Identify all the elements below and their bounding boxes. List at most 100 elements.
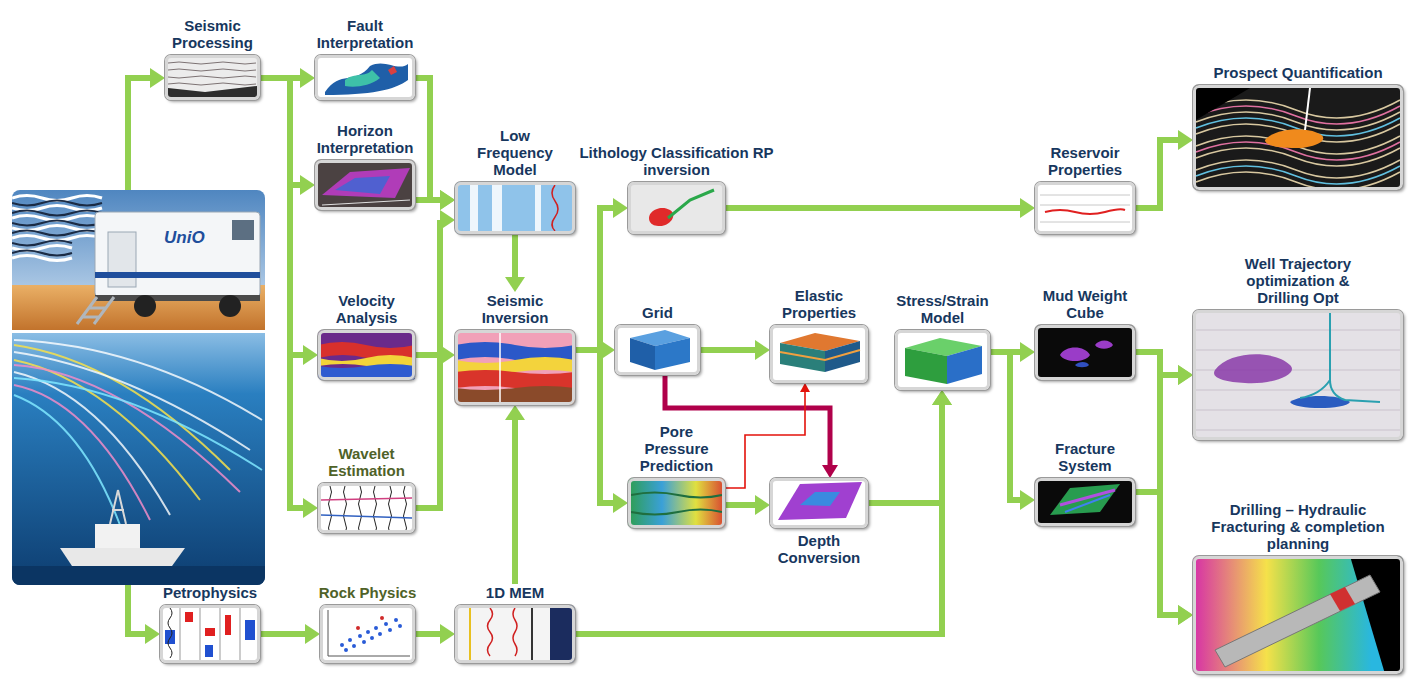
track-yellow — [469, 608, 471, 660]
mud-weight-art — [1035, 325, 1135, 380]
workflow-step: Low Frequency Model — [455, 127, 575, 234]
facies-green — [668, 190, 714, 218]
target-purple — [1214, 354, 1292, 383]
flow-arrow — [512, 234, 518, 277]
workflow-step: Rock Physics — [313, 584, 423, 663]
fracture-blue — [1065, 495, 1110, 512]
art-ground — [318, 330, 415, 380]
streamers-pink — [14, 365, 240, 520]
thumbnail-frame — [615, 325, 700, 375]
workflow-step: Mud Weight Cube — [1035, 287, 1135, 380]
workflow-step: Seismic Processing — [163, 17, 263, 100]
thumbnail-frame — [1035, 478, 1135, 526]
stress-art — [895, 330, 990, 390]
art-ground — [455, 605, 575, 663]
flow-arrow — [1135, 352, 1178, 375]
flow-arrow — [260, 631, 305, 637]
survey-photo-node: UniO — [12, 190, 265, 585]
deep-water — [12, 566, 265, 585]
velocity-art — [318, 330, 415, 380]
thumbnail-frame — [628, 478, 725, 528]
horizon-art — [315, 160, 415, 210]
workflow-step: Seismic Inversion — [455, 292, 575, 405]
streamers-white — [14, 340, 262, 515]
perforation-zone — [1330, 587, 1355, 611]
step-label: Wavelet Estimation — [317, 445, 417, 479]
depth-art — [770, 478, 868, 528]
inversion-art — [455, 330, 575, 405]
streamers-yellow — [14, 345, 230, 500]
flow-arrow — [725, 502, 755, 508]
workflow-step: Petrophysics — [155, 584, 265, 663]
thumbnail-frame — [1035, 325, 1135, 380]
seismic-stripes-pink — [1196, 106, 1400, 160]
mud-blue — [1075, 362, 1089, 367]
reservoir-line — [1045, 209, 1125, 214]
grid-art — [615, 325, 700, 375]
step-label: Low Frequency Model — [468, 127, 563, 178]
workflow-step: Stress/Strain Model — [885, 292, 1000, 390]
truck-stairs — [77, 297, 114, 324]
cube-layer — [780, 350, 860, 360]
step-label: Lithology Classification RP inversion — [567, 144, 787, 178]
step-label: Prospect Quantification — [1191, 64, 1406, 81]
flow-arrow — [575, 405, 942, 634]
flow-arrow — [1135, 375, 1178, 492]
flow-arrow — [260, 78, 303, 508]
thumbnail-frame — [320, 605, 415, 663]
flow-arrow — [415, 78, 440, 200]
workflow-step: Lithology Classification RP inversion — [567, 144, 787, 234]
wavelet-art — [318, 483, 415, 534]
flow-arrow — [415, 631, 440, 637]
workflow-step: Drilling – Hydraulic Fracturing & comple… — [1193, 501, 1403, 674]
seismic-wiggles — [12, 196, 102, 261]
workflow-step: Prospect Quantification — [1191, 64, 1406, 190]
fracture-plane — [1050, 484, 1120, 515]
truck-wheel — [219, 295, 241, 317]
elastic-art — [770, 325, 868, 383]
wiggle-traces — [329, 486, 407, 534]
flow-arrow — [1135, 492, 1178, 615]
flow-arrow — [512, 420, 518, 584]
truck-body — [95, 212, 260, 297]
flow-arrow — [128, 585, 145, 634]
truck-wheel — [134, 295, 156, 317]
step-label: Pore Pressure Prediction — [632, 423, 722, 474]
step-label: Elastic Properties — [769, 287, 869, 321]
step-label: Horizon Interpretation — [308, 122, 423, 156]
thumbnail-frame — [318, 483, 415, 533]
ship-hull — [60, 548, 185, 566]
thumbnail-frame — [165, 55, 260, 100]
art-ground — [1193, 556, 1403, 674]
fault-surface — [325, 63, 408, 95]
thumbnail-frame — [1193, 85, 1403, 190]
step-label: Fault Interpretation — [308, 17, 423, 51]
step-label: Seismic Inversion — [465, 292, 565, 326]
thumbnail-frame — [315, 55, 415, 100]
art-ground — [455, 330, 575, 405]
flow-arrow — [260, 78, 303, 355]
art-ground — [770, 325, 868, 383]
photo-divider — [12, 330, 265, 333]
flow-arrow — [415, 220, 440, 508]
step-label: Rock Physics — [313, 584, 423, 601]
dark-wedge — [168, 86, 257, 97]
ship-derrick — [110, 490, 126, 524]
seismic-stripes — [1196, 100, 1400, 190]
flow-arrow — [1135, 140, 1178, 208]
art-ground — [615, 325, 700, 375]
depth-plane — [778, 482, 862, 520]
workflow-step: Fracture System — [1035, 440, 1135, 526]
step-label: Well Trajectory optimization & Drilling … — [1223, 255, 1373, 306]
step-label: Drilling – Hydraulic Fracturing & comple… — [1198, 501, 1398, 552]
workflow-step: Velocity Analysis — [317, 292, 417, 380]
dark-wedge — [1350, 556, 1403, 674]
flow-arrow — [700, 347, 755, 353]
streamers-cyan — [14, 378, 262, 525]
thumbnail-frame — [770, 325, 868, 383]
art-ground — [1035, 182, 1135, 234]
pick-line-blue — [321, 515, 412, 518]
